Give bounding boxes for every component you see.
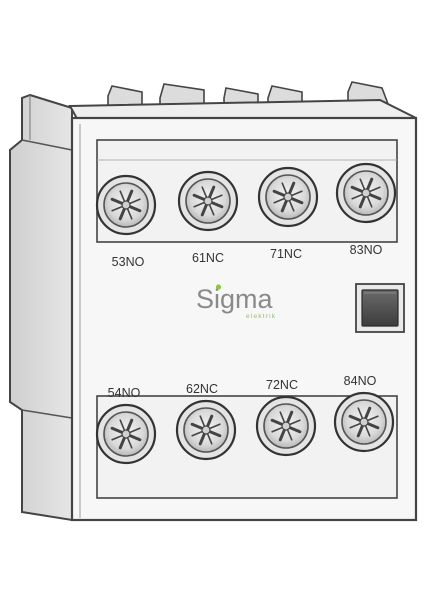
terminal-screw-62nc — [175, 399, 237, 461]
terminal-label-72nc: 72NC — [266, 378, 298, 392]
brand-logo-subtext: elektrik — [246, 313, 276, 320]
test-button[interactable] — [355, 283, 405, 333]
terminal-label-61nc: 61NC — [192, 251, 224, 265]
bottom-terminal-labels: 54NO 62NC 72NC 84NO — [108, 374, 377, 400]
top-terminal-labels: 53NO 61NC 71NC 83NO — [112, 243, 383, 269]
terminal-label-71nc: 71NC — [270, 247, 302, 261]
terminal-label-62nc: 62NC — [186, 382, 218, 396]
device-side-panel — [9, 93, 73, 522]
terminal-screw-54no — [95, 403, 157, 465]
terminal-label-83no: 83NO — [350, 243, 383, 257]
terminal-screw-61nc — [177, 170, 239, 232]
terminal-label-53no: 53NO — [112, 255, 145, 269]
terminal-label-84no: 84NO — [344, 374, 377, 388]
terminal-screw-84no — [333, 391, 395, 453]
terminal-label-54no: 54NO — [108, 386, 141, 400]
brand-logo-dot — [215, 284, 222, 290]
terminal-screw-71nc — [257, 166, 319, 228]
terminal-screws — [95, 162, 397, 465]
brand-logo: Sigma elektrik — [196, 284, 276, 320]
terminal-screw-83no — [335, 162, 397, 224]
brand-logo-text: Sigma — [196, 284, 274, 314]
terminal-screw-72nc — [255, 395, 317, 457]
terminal-screw-53no — [95, 174, 157, 236]
